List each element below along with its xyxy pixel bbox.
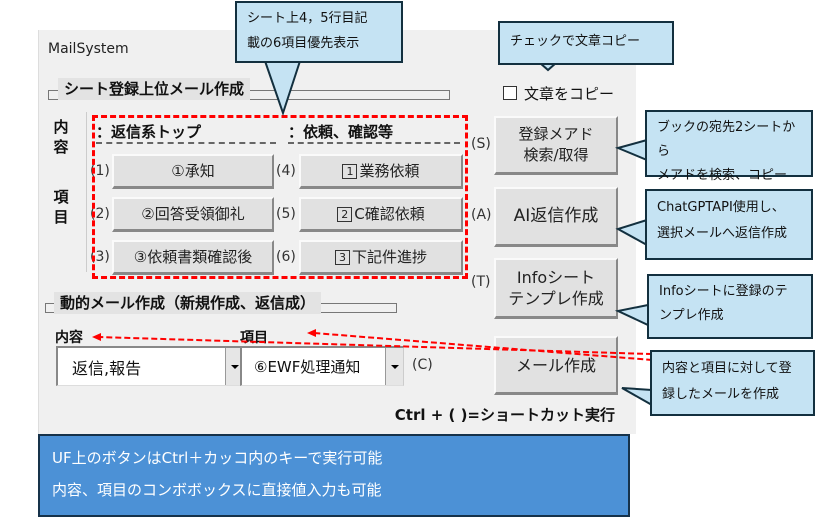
callout-priority-display: シート上4，5行目記載の6項目優先表示 — [235, 1, 403, 63]
callout-info: Infoシートに登録のテンプレ作成 — [647, 274, 813, 339]
button-label: 検索/取得 — [523, 146, 589, 164]
shortcut-key-5: (5) — [276, 206, 296, 222]
callout-pointer — [615, 218, 648, 247]
button-label: C確認依頼 — [354, 204, 425, 223]
arrow-to-item — [313, 332, 716, 366]
button-label: Infoシート — [516, 268, 596, 287]
arrow-head — [92, 333, 101, 341]
button-after-doc-check[interactable]: ③依頼書類確認後 — [112, 240, 274, 275]
combobox-value: 返信,報告 — [72, 358, 142, 378]
chevron-down-icon[interactable] — [385, 348, 403, 385]
chevron-down-icon[interactable] — [225, 348, 243, 385]
callout-ai: ChatGPTAPI使用し、選択メールへ返信作成 — [645, 189, 813, 260]
shortcut-key-6: (6) — [276, 249, 296, 265]
callout-pointer — [614, 303, 649, 327]
arrow-to-content — [97, 336, 716, 357]
button-label: 下記件進捗 — [351, 247, 427, 266]
combobox-value: ⑥EWF処理通知 — [254, 358, 361, 376]
highlight-box — [92, 115, 468, 279]
button-label: テンプレ作成 — [508, 289, 604, 308]
number-badge: 2 — [337, 206, 353, 222]
callout-pointer — [614, 138, 648, 162]
number-badge: 1 — [342, 163, 358, 179]
shortcut-key-4: (4) — [276, 163, 296, 179]
frame-title: 動的メール作成（新規作成、返信成） — [54, 292, 322, 314]
callout-pointer — [621, 387, 653, 407]
content-label: 内容 — [55, 330, 83, 346]
number-badge: 3 — [334, 249, 350, 265]
shortcut-hint: Ctrl + ( )=ショートカット実行 — [394, 406, 615, 424]
button-receipt-thanks[interactable]: ②回答受領御礼 — [112, 197, 274, 232]
callout-copy: チェックで文章コピー — [498, 21, 674, 65]
shortcut-key-s: (S) — [471, 136, 491, 152]
shortcut-key-c: (C) — [412, 357, 433, 373]
callout-pointer — [263, 60, 302, 117]
copy-checkbox-label: 文章をコピー — [524, 85, 615, 103]
note-box: UF上のボタンはCtrl＋カッコ内のキーで実行可能内容、項目のコンボボックスに直… — [38, 434, 630, 517]
divider — [86, 112, 87, 272]
note-line: UF上のボタンはCtrl＋カッコ内のキーで実行可能 — [52, 449, 383, 467]
button-acknowledge[interactable]: ①承知 — [112, 154, 274, 189]
button-ai-reply[interactable]: AI返信作成 — [494, 187, 618, 247]
column-header-request: ：依頼、確認等 — [288, 122, 460, 144]
button-info-template[interactable]: Infoシートテンプレ作成 — [494, 258, 618, 319]
vertical-label-content: 内容 — [53, 118, 69, 156]
button-search-address[interactable]: 登録メアド検索/取得 — [494, 116, 618, 175]
item-combobox[interactable]: ⑥EWF処理通知 — [240, 346, 404, 386]
arrow-head — [307, 329, 316, 337]
window-title: MailSystem — [48, 41, 129, 57]
callout-search: ブックの宛先2シートからメアドを検索、コピー — [645, 110, 813, 183]
content-combobox[interactable]: 返信,報告 — [56, 346, 244, 386]
copy-checkbox[interactable] — [503, 86, 517, 100]
vertical-label-item: 項目 — [53, 188, 69, 226]
button-label: 登録メアド — [518, 125, 594, 143]
shortcut-key-t: (T) — [471, 274, 491, 290]
callout-mail: 内容と項目に対して登録したメールを作成 — [650, 350, 815, 416]
button-create-mail[interactable]: メール作成 — [494, 336, 618, 395]
button-label: 業務依頼 — [359, 161, 420, 180]
shortcut-key-a: (A) — [471, 207, 492, 223]
note-line: 内容、項目のコンボボックスに直接値入力も可能 — [52, 481, 382, 499]
frame-title: シート登録上位メール作成 — [58, 78, 251, 100]
column-header-reply: ：返信系トップ — [96, 122, 276, 144]
